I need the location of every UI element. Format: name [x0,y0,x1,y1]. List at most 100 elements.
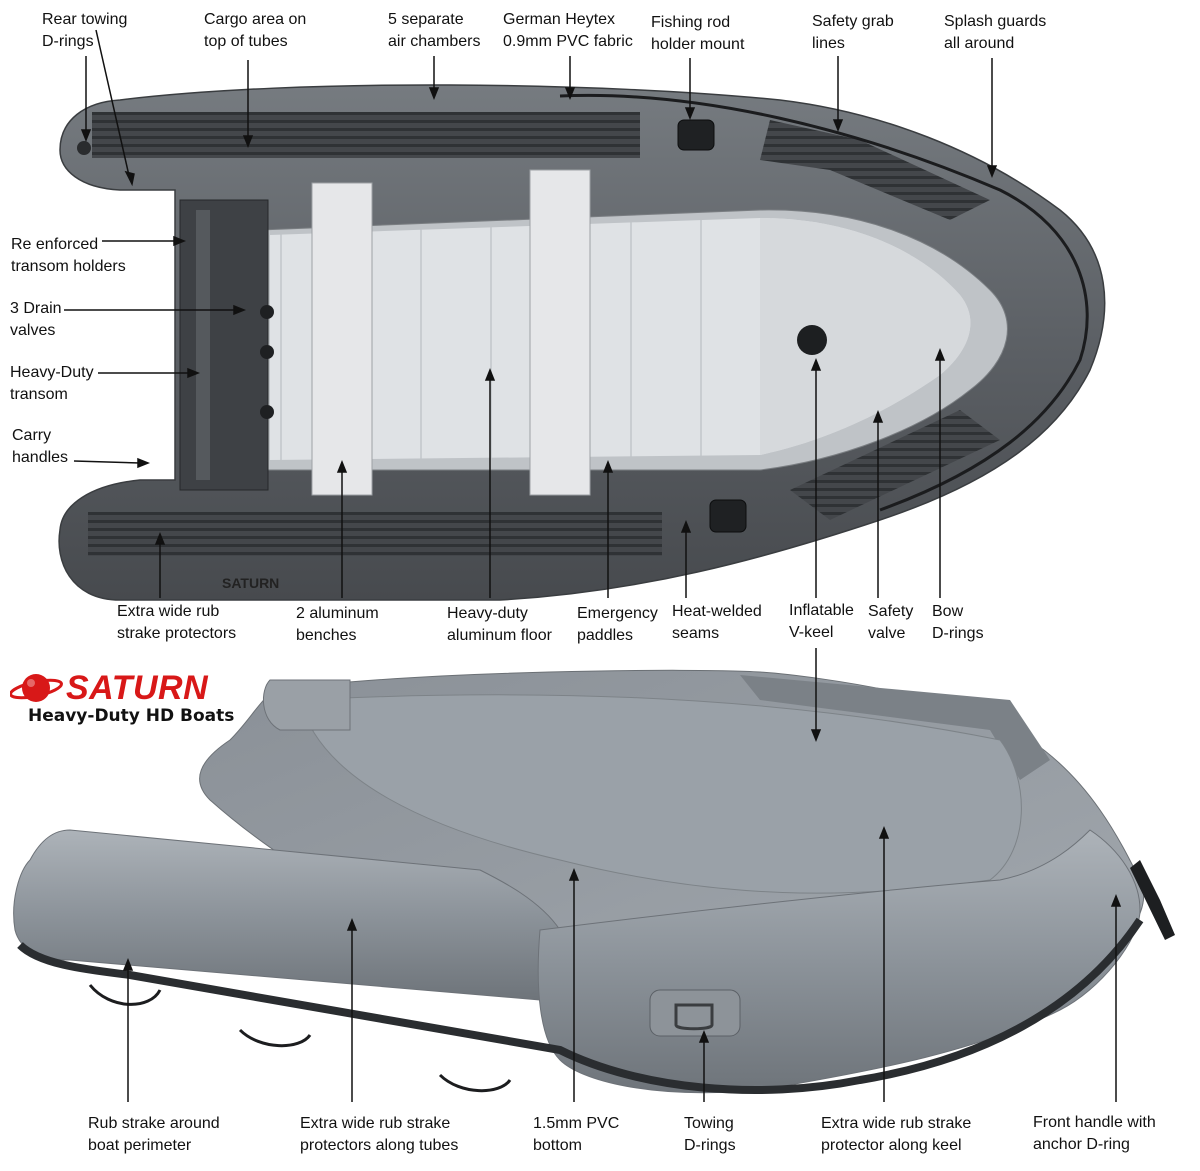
saturn-planet-icon [10,674,63,702]
label-line: holder mount [651,36,745,53]
label-line: aluminum floor [447,627,552,644]
label-line: top of tubes [204,33,288,50]
label-line: protectors along tubes [300,1137,459,1154]
label-transom-holders: Re enforced transom holders [11,234,126,278]
label-line: protector along keel [821,1137,962,1154]
label-line: D-rings [42,33,94,50]
top-grab-line [559,93,1089,512]
top-hull-print: SATURN [222,575,279,591]
label-line: Emergency [577,605,658,622]
label-carry-handles: Carry handles [12,425,68,469]
v-keel-valve [797,325,827,355]
label-emergency-paddles: Emergency paddles [577,603,658,647]
label-line: bottom [533,1137,582,1154]
label-splash-guards: Splash guards all around [944,11,1046,55]
label-safety-valve: Safety valve [868,601,913,645]
label-line: Fishing rod [651,14,731,31]
label-fishing-rod-holder: Fishing rod holder mount [651,12,744,56]
top-transom-edge [196,210,210,480]
leader-lines [64,29,1122,1102]
label-line: Extra wide rub strake [821,1115,972,1132]
label-line: V-keel [789,624,834,641]
label-cargo-area: Cargo area on top of tubes [204,9,306,53]
label-heytex-fabric: German Heytex 0.9mm PVC fabric [503,9,633,53]
label-line: D-rings [684,1137,736,1154]
drain-valve-2 [260,345,274,359]
top-view-boat: SATURN [58,84,1106,601]
bottom-tube-rear [262,679,351,731]
label-line: Bow [932,603,964,620]
label-line: Front handle with [1033,1114,1156,1131]
label-pvc-bottom: 1.5mm PVC bottom [533,1113,619,1157]
label-line: valve [868,625,906,642]
label-line: 5 separate [388,11,464,28]
label-line: Splash guards [944,13,1047,30]
label-safety-grab-lines: Safety grab lines [812,11,894,55]
top-bow-floor [760,218,971,455]
drain-valve-1 [260,305,274,319]
label-rub-strake-tubes: Extra wide rub strake protectors along t… [300,1113,458,1157]
top-rubstrake-bow-upper [760,120,990,220]
label-rub-strake-perimeter: Rub strake around boat perimeter [88,1113,220,1157]
label-line: Safety grab [812,13,894,30]
label-line: Re enforced [11,236,99,253]
label-line: 2 aluminum [296,605,379,622]
top-rubstrake-upper [92,112,640,158]
bottom-handle-3 [438,1073,512,1093]
rod-holder-upper [677,119,715,151]
label-line: all around [944,35,1015,52]
label-line: transom [10,386,68,403]
label-line: boat perimeter [88,1137,192,1154]
label-line: anchor D-ring [1033,1136,1130,1153]
bottom-handle-1 [88,984,162,1006]
label-line: 0.9mm PVC fabric [503,33,633,50]
label-heavy-duty-transom: Heavy-Duty transom [10,362,94,406]
label-line: Inflatable [789,602,854,619]
label-line: Heavy-duty [447,605,528,622]
label-air-chambers: 5 separate air chambers [388,9,480,53]
label-line: benches [296,627,357,644]
brand-name: SATURN [66,669,209,707]
label-line: Extra wide rub [117,603,220,620]
label-bow-d-rings: Bow D-rings [932,601,984,645]
bottom-view-boat [13,669,1175,1094]
label-line: Safety [868,603,914,620]
label-line: German Heytex [503,11,616,28]
label-line: 1.5mm PVC [533,1115,620,1132]
label-drain-valves: 3 Drain valves [10,298,62,342]
label-front-handle: Front handle with anchor D-ring [1033,1112,1156,1156]
top-rubstrake-lower [88,512,662,556]
label-line: seams [672,625,720,642]
label-line: paddles [577,627,634,644]
label-aluminum-floor: Heavy-duty aluminum floor [447,603,552,647]
bottom-front-handle [1130,860,1175,940]
label-line: Rear towing [42,11,128,28]
bottom-keel-strip [740,675,1050,780]
top-transom [179,199,269,491]
label-towing-d-rings: Towing D-rings [684,1113,736,1157]
bottom-bow-inner [299,694,1022,894]
label-line: Carry [12,427,52,444]
label-line: Heavy-Duty [10,364,94,381]
bottom-towing-ring [674,1003,714,1031]
brand-tagline: Heavy-Duty HD Boats [28,706,235,726]
top-rubstrake-bow-lower [790,410,1000,520]
label-line: Cargo area on [204,11,307,28]
label-line: Heat-welded [672,603,762,620]
saturn-logo: SATURN Heavy-Duty HD Boats [10,668,250,730]
bottom-handle-2 [238,1028,312,1048]
top-bench-2 [529,169,591,496]
label-line: strake protectors [117,625,237,642]
rear-d-ring [77,141,91,155]
label-line: Extra wide rub strake [300,1115,451,1132]
label-line: Rub strake around [88,1115,220,1132]
label-aluminum-benches: 2 aluminum benches [296,603,379,647]
label-line: D-rings [932,625,984,642]
label-line: transom holders [11,258,126,275]
label-rub-strake-keel: Extra wide rub strake protector along ke… [821,1113,971,1157]
label-rear-towing-d-rings: Rear towing D-rings [42,9,127,53]
label-line: handles [12,449,69,466]
label-line: valves [10,322,56,339]
label-line: lines [812,35,845,52]
